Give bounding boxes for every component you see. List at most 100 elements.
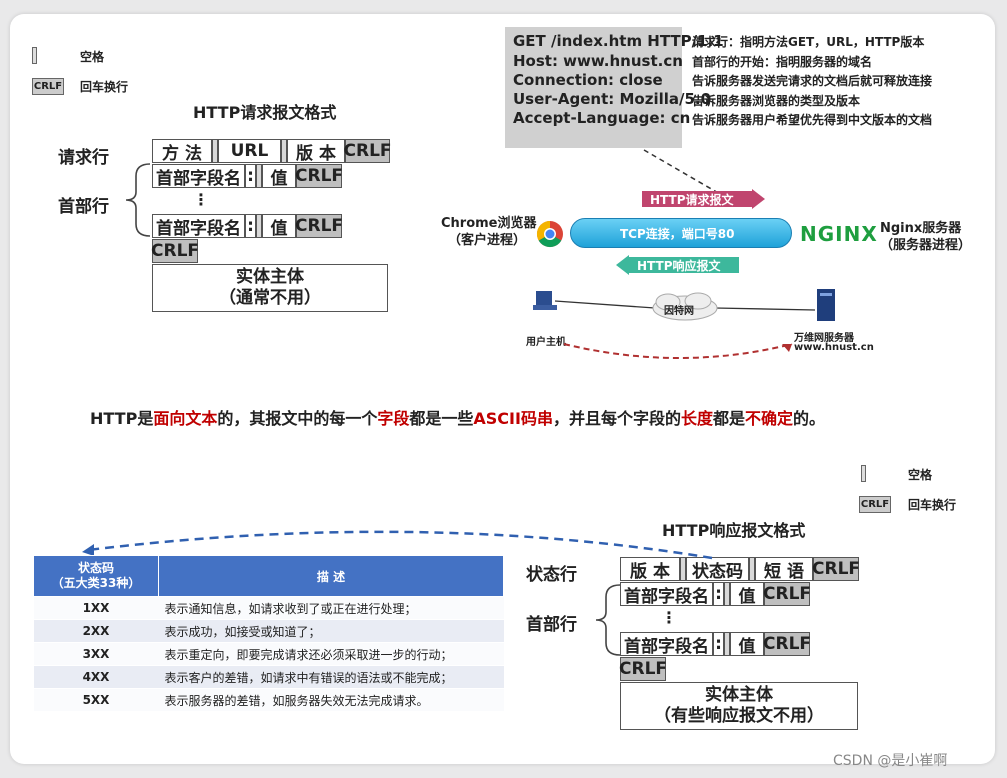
response-header-label: 首部行 [526, 615, 577, 635]
network-topology [533, 289, 835, 321]
example-note-3: 告诉服务器发送完请求的文档后就可释放连接 [692, 74, 933, 88]
chrome-icon [536, 220, 563, 248]
sentence-highlight: 长度 [680, 409, 713, 428]
space-legend-swatch [32, 47, 37, 64]
server-name: Nginx服务器 [880, 221, 962, 236]
resp-blank-crlf: CRLF [619, 657, 668, 681]
resp-colon-2: : [713, 632, 724, 656]
sentence-part: HTTP是 [90, 409, 154, 428]
req-value-1: 值 [262, 164, 296, 189]
req-blank-crlf: CRLF [151, 239, 200, 263]
status-table-desc-header: 描 述 [158, 555, 504, 597]
sentence-highlight: 不确定 [745, 409, 794, 428]
tcp-pipe [570, 218, 792, 248]
space-legend-swatch-bottom [861, 465, 866, 482]
status-desc: 表示重定向，即要完成请求还必须采取进一步的行动； [158, 642, 504, 666]
code-header-line1: 状态码 [77, 561, 114, 575]
request-header-brace [125, 163, 151, 237]
example-note-4: 告诉服务器浏览器的类型及版本 [692, 94, 861, 108]
req-colon-2: : [245, 214, 256, 238]
user-host-icon [533, 291, 557, 310]
web-server-icon [817, 289, 835, 321]
internet-cloud-icon [652, 292, 718, 321]
sentence-highlight: 面向文本 [153, 409, 218, 428]
req-ellipsis: ⋮ [193, 190, 209, 209]
sentence-part: 的，其报文中的每一个 [217, 409, 378, 428]
crlf-legend-swatch-bottom: CRLF [859, 496, 891, 513]
example-note-2: 首部行的开始：指明服务器的域名 [692, 55, 873, 69]
req-body: 实体主体 （通常不用） [152, 264, 388, 312]
req-line-crlf: CRLF [343, 139, 392, 163]
example-pointer-dash [643, 149, 721, 195]
sentence-part: 的。 [793, 409, 826, 428]
req-space-1 [212, 139, 218, 163]
sentence-part: 都是一些 [409, 409, 474, 428]
response-arrow-head [616, 255, 629, 275]
code-header-line2: （五大类33种） [51, 576, 141, 590]
status-table-header: 状态码 （五大类33种） 描 述 [33, 555, 504, 597]
req-method-field: 方 法 [152, 139, 212, 164]
example-note-1: 请求行：指明方法GET，URL，HTTP版本 [692, 35, 925, 49]
req-field-name-1: 首部字段名 [152, 164, 245, 189]
req-colon-1: : [245, 164, 256, 188]
example-line-1: GET /index.htm HTTP/1.1 [513, 32, 724, 50]
request-banner: HTTP请求报文 [642, 191, 752, 207]
req-value-2: 值 [262, 214, 296, 239]
tcp-label: TCP连接，端口号80 [620, 227, 735, 241]
response-banner: HTTP响应报文 [629, 257, 739, 273]
resp-field-name-2: 首部字段名 [620, 632, 713, 657]
sentence-highlight: 字段 [377, 409, 410, 428]
status-desc: 表示服务器的差错，如服务器失效无法完成请求。 [158, 688, 504, 712]
resp-status-code-field: 状态码 [686, 557, 749, 582]
status-desc: 表示通知信息，如请求收到了或正在进行处理； [158, 596, 504, 620]
req-space-2 [281, 139, 287, 163]
request-format-title: HTTP请求报文格式 [193, 103, 337, 122]
resp-value-2: 值 [730, 632, 764, 657]
server-sub: （服务器进程） [880, 238, 972, 253]
resp-ellipsis: ⋮ [661, 608, 677, 627]
status-desc: 表示客户的差错，如请求中有错误的语法或不能完成； [158, 665, 504, 689]
status-code: 2XX [33, 619, 159, 643]
req-header-crlf-2: CRLF [295, 214, 344, 238]
status-table-code-header: 状态码 （五大类33种） [33, 555, 159, 597]
example-line-2: Host: www.hnust.cn [513, 52, 683, 70]
req-field-name-2: 首部字段名 [152, 214, 245, 239]
request-header-label: 首部行 [58, 197, 109, 217]
resp-header-crlf-2: CRLF [763, 632, 812, 656]
status-code: 1XX [33, 596, 159, 620]
space-legend-label-bottom: 空格 [908, 468, 933, 482]
crlf-legend-label: 回车换行 [80, 80, 129, 94]
status-code: 5XX [33, 688, 159, 712]
crlf-legend-label-bottom: 回车换行 [908, 498, 957, 512]
internet-label: 因特网 [664, 306, 694, 317]
web-server-label: 万维网服务器 [794, 333, 854, 344]
req-header-crlf-1: CRLF [295, 164, 344, 188]
req-body-line1: 实体主体 [236, 267, 304, 287]
example-line-3: Connection: close [513, 71, 663, 89]
status-desc: 表示成功，如接受或知道了； [158, 619, 504, 643]
resp-phrase-field: 短 语 [755, 557, 813, 582]
status-code: 4XX [33, 665, 159, 689]
resp-line-crlf: CRLF [812, 557, 861, 581]
example-line-4: User-Agent: Mozilla/5.0 [513, 90, 712, 108]
req-header-space-1 [256, 164, 262, 188]
request-path-dashed-arrow [563, 343, 793, 359]
nginx-logo: NGINX [800, 222, 878, 246]
space-legend-label: 空格 [80, 50, 105, 64]
request-arrow-head [752, 189, 765, 209]
sentence-part: ，并且每个字段的 [552, 409, 681, 428]
web-server-domain: www.hnust.cn [794, 342, 874, 353]
resp-space-2 [749, 557, 755, 581]
sentence-highlight: ASCII码串 [473, 409, 553, 428]
resp-body: 实体主体 （有些响应报文不用） [620, 682, 858, 730]
example-request-panel [505, 27, 682, 148]
crlf-legend-swatch: CRLF [32, 78, 64, 95]
resp-header-space-1 [724, 582, 730, 606]
resp-version-field: 版 本 [620, 557, 680, 582]
resp-field-name-1: 首部字段名 [620, 582, 713, 607]
example-note-5: 告诉服务器用户希望优先得到中文版本的文档 [692, 113, 933, 127]
